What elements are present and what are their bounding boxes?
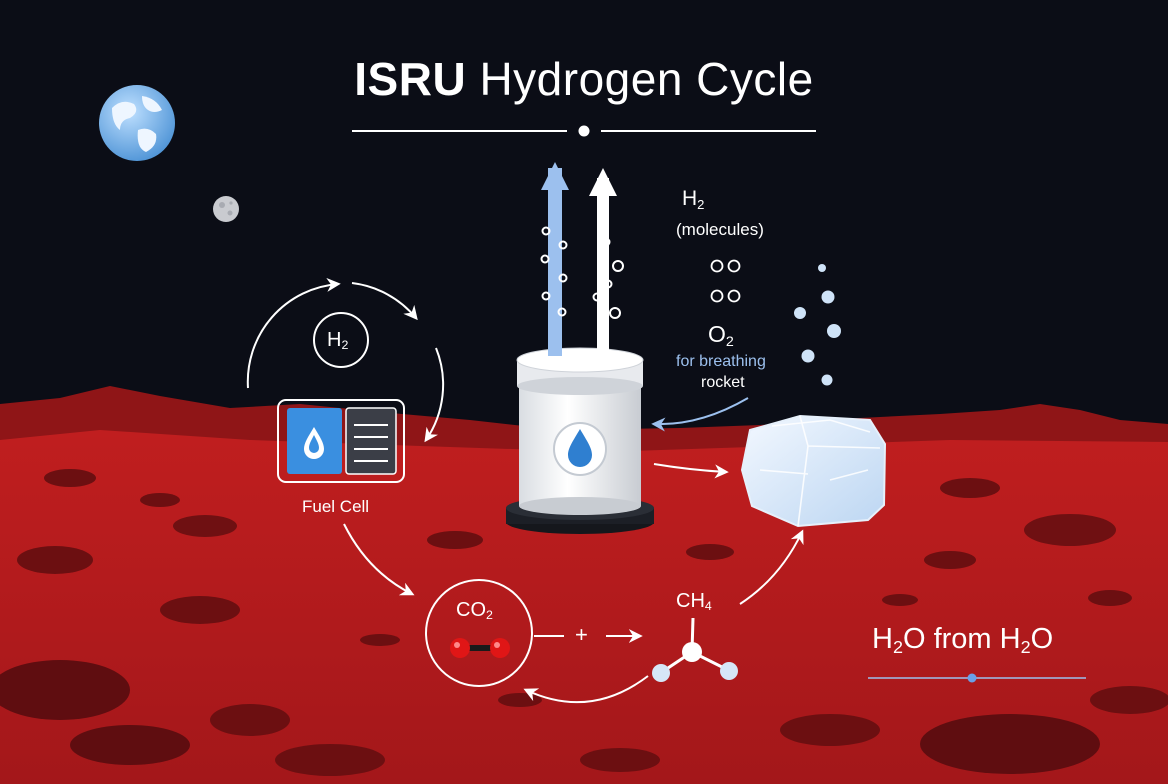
list-icon <box>345 407 397 475</box>
h2o-part-a-sub: 2 <box>892 637 903 658</box>
tank-to-ice-arrow <box>653 463 729 479</box>
ch4-sub: 4 <box>704 599 712 614</box>
water-drop-icon <box>553 422 607 476</box>
h2-cycle-arrows <box>246 277 445 443</box>
title-rest: Hydrogen Cycle <box>479 53 814 105</box>
co2-main: CO <box>456 599 486 621</box>
h2-sub: 2 <box>697 196 705 212</box>
h2o-from-h2o-label: H2O from H2O <box>872 623 1054 658</box>
molecules-label: (molecules) <box>676 220 764 239</box>
title-bold: ISRU <box>354 53 467 105</box>
rocket-label: rocket <box>701 374 745 391</box>
h2o-part-b: O from H <box>902 623 1021 655</box>
ch4-to-ice-arrow <box>739 529 804 605</box>
co2-label: CO2 <box>456 599 493 622</box>
up-arrows <box>541 162 617 196</box>
return-arrow <box>523 675 649 704</box>
fuel-cell-label: Fuel Cell <box>302 497 370 516</box>
ch4-molecule-icon <box>652 617 738 682</box>
ice-bubbles <box>794 264 841 386</box>
h2o-part-a: H <box>872 623 893 655</box>
moon-icon <box>213 196 239 222</box>
title-divider <box>352 125 816 137</box>
co2-sub: 2 <box>486 608 493 623</box>
electrolyzer-tank-icon <box>506 168 654 534</box>
cycle-h2-main: H <box>327 329 342 351</box>
cycle-h2-sub: 2 <box>341 338 349 353</box>
ice-block-icon <box>740 414 887 528</box>
breathing-label: for breathing <box>676 353 766 370</box>
o2-label: O2 <box>708 321 734 350</box>
h2-label: H2 <box>682 187 705 212</box>
fuel-cell-icon <box>277 399 405 483</box>
h2o-part-c: O <box>1030 623 1054 655</box>
plus-label: + <box>575 622 588 647</box>
ch4-label: CH4 <box>676 590 712 613</box>
cycle-h2-label: H2 <box>327 329 348 352</box>
earth-icon <box>99 85 175 161</box>
h2-main: H <box>682 187 698 210</box>
h2o-part-b-sub: 2 <box>1020 637 1031 658</box>
co2-molecule-icon <box>450 638 510 658</box>
gas-bubbles <box>540 226 624 319</box>
o2-return-arrow <box>651 397 749 432</box>
o2-sub: 2 <box>725 333 734 350</box>
h2-cycle-circle <box>313 312 369 368</box>
page-title: ISRU Hydrogen Cycle <box>0 52 1168 106</box>
fuelcell-to-co2-arrow <box>343 523 415 596</box>
o2-main: O <box>708 321 726 347</box>
ch4-main: CH <box>676 590 705 612</box>
co2-circle <box>425 579 533 687</box>
h2-molecule-pairs <box>710 259 741 303</box>
h2o-underline <box>868 673 1086 683</box>
